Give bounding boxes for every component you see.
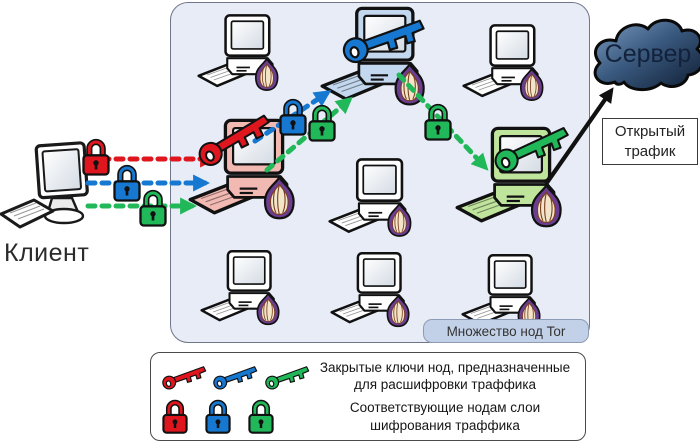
red-lock-icon [161,398,189,435]
legend-keys-text: Закрытые ключи нод, предназначенные для … [311,359,579,394]
client-keyboard-icon [0,198,55,229]
server-cloud-icon [593,18,700,92]
blue-lock-icon [115,168,140,201]
tor-node-icon [200,250,280,326]
green-layer-path-entry-to-middle [264,96,353,173]
legend-icons [151,357,312,437]
middle-node-icon [320,6,426,107]
blue-lock-icon [204,398,232,435]
tor-node-icon [462,24,544,102]
client-computer-icon [0,141,89,229]
green-key-icon [263,365,312,391]
client-label: Клиент [4,239,90,267]
tor-node-icon [461,254,541,330]
red-key-icon [160,365,209,391]
green-lock-icon [141,193,166,226]
open-traffic-line1: Открытый [614,123,686,140]
tor-node-icon [328,158,412,238]
open-traffic-label: Открытый трафик [602,118,698,165]
open-traffic-path-exit-to-server [544,87,614,186]
legend-locks-row [161,397,311,437]
legend-box: Закрытые ключи нод, предназначенные для … [150,352,586,441]
green-lock-icon [426,107,451,140]
legend-texts: Закрытые ключи нод, предназначенные для … [311,354,585,439]
blue-key-icon [212,365,260,391]
tor-node-icon [330,252,410,328]
tor-nodes-group-label: Множество нод Tor [423,319,589,343]
open-traffic-line2: трафик [624,142,676,160]
legend-locks-text-line1: Соответствующие нодам слои [349,400,541,415]
legend-keys-text-line2: для расшифровки траффика [353,377,537,393]
blue-lock-icon [281,102,306,135]
green-lock-icon [310,108,335,141]
tor-node-icon [197,14,279,92]
legend-keys-text-line1: Закрытые ключи нод, предназначенные [319,359,571,375]
red-lock-icon [84,142,109,175]
legend-locks-text: Соответствующие нодам слои шифрования тр… [311,399,579,434]
green-lock-icon [247,398,275,435]
server-label: Сервер [604,40,692,68]
legend-keys-row [160,357,312,397]
legend-locks-text-line2: шифрования траффика [370,417,520,433]
